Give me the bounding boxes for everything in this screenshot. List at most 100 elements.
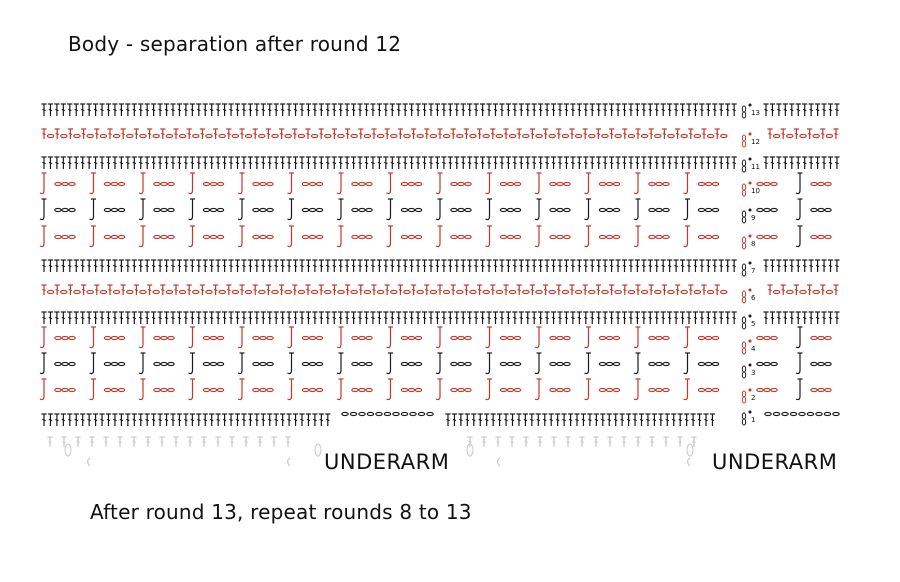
faded-dc-stitch — [691, 436, 697, 447]
dc-stitch — [667, 103, 673, 116]
red-chain-stitch — [627, 289, 636, 295]
faded-dc-stitch — [201, 436, 207, 447]
chain-stitch — [662, 181, 670, 187]
chain-stitch — [763, 335, 771, 341]
dc-stitch — [782, 311, 788, 324]
red-chain-stitch — [429, 133, 438, 139]
chart-title: Body - separation after round 12 — [68, 32, 402, 56]
red-dc-stitch — [648, 284, 654, 295]
chain-stitch — [110, 234, 119, 240]
chain-stitch — [817, 181, 825, 187]
dc-stitch — [86, 413, 92, 426]
red-dc-stitch — [318, 284, 324, 295]
chain-stitch — [506, 335, 515, 341]
red-dc-stitch — [199, 128, 205, 139]
dc-stitch — [731, 103, 737, 116]
dc-stitch — [699, 259, 705, 272]
dc-stitch — [512, 156, 518, 169]
chain-stitch — [810, 207, 818, 213]
dc-stitch — [325, 156, 331, 169]
post-stitch — [485, 326, 492, 349]
dc-stitch — [492, 103, 499, 116]
chain-stitch — [450, 387, 458, 393]
dc-stitch — [789, 311, 795, 324]
dc-stitch — [583, 103, 589, 116]
chain-stitch — [549, 335, 557, 341]
dc-stitch — [699, 311, 705, 324]
dc-stitch — [228, 103, 234, 116]
chain-stitch — [366, 411, 375, 417]
chain-stitch — [513, 361, 522, 367]
dc-stitch — [628, 103, 634, 116]
dc-stitch — [606, 413, 612, 426]
dc-stitch — [460, 103, 466, 116]
dc-stitch — [589, 156, 595, 169]
red-dc-stitch — [714, 128, 720, 139]
dc-stitch — [486, 156, 492, 169]
dc-stitch — [125, 311, 131, 324]
post-stitch — [89, 198, 96, 221]
chain-stitch — [806, 411, 815, 417]
chain-stitch — [824, 361, 832, 367]
faded-dc-stitch — [243, 436, 249, 447]
dc-stitch — [183, 103, 189, 116]
chain-stitch — [556, 207, 564, 213]
chain-stitch — [209, 234, 218, 240]
red-chain-stitch — [508, 133, 517, 139]
dc-stitch — [396, 156, 402, 169]
dc-stitch — [447, 103, 453, 116]
dc-stitch — [176, 413, 183, 426]
chain-stitch — [266, 387, 274, 393]
chain-stitch — [252, 335, 260, 341]
red-chain-stitch — [667, 289, 675, 295]
dc-stitch — [570, 103, 576, 116]
dc-stitch — [421, 259, 428, 272]
red-dc-stitch — [292, 284, 298, 295]
dc-stitch — [460, 156, 466, 169]
dc-stitch — [157, 413, 163, 426]
dc-stitch — [273, 311, 279, 324]
round-number: 1 — [751, 416, 755, 424]
post-stitch — [336, 326, 344, 349]
chain-stitch — [365, 181, 373, 187]
dc-stitch — [286, 259, 292, 272]
chain-stitch — [103, 181, 112, 187]
dc-stitch — [409, 103, 415, 116]
dc-stitch — [731, 311, 737, 324]
dc-stitch — [338, 259, 344, 272]
divider-chain — [741, 371, 747, 379]
dc-stitch — [628, 259, 634, 272]
dc-stitch — [280, 156, 286, 169]
chain-stitch — [54, 234, 62, 240]
red-chain-stitch — [416, 289, 424, 295]
red-dc-stitch — [543, 128, 549, 139]
dc-stitch — [542, 413, 548, 426]
dc-stitch — [402, 259, 408, 272]
chain-stitch — [167, 234, 175, 240]
chain-stitch — [160, 207, 168, 213]
chain-stitch — [549, 361, 557, 367]
dc-stitch — [163, 413, 170, 426]
post-stitch — [386, 225, 393, 248]
dc-stitch — [170, 413, 176, 426]
red-dc-stitch — [279, 128, 285, 139]
dc-stitch — [402, 103, 408, 116]
red-chain-stitch — [86, 133, 94, 139]
red-chain-stitch — [548, 289, 556, 295]
dc-stitch — [86, 259, 92, 272]
chain-stitch — [655, 335, 663, 341]
dc-stitch — [267, 156, 273, 169]
red-dc-stitch — [767, 128, 773, 139]
dc-stitch — [428, 156, 434, 169]
chain-stitch — [506, 181, 515, 187]
dc-stitch — [516, 413, 522, 426]
post-stitch — [138, 198, 146, 221]
post-stitch — [89, 326, 96, 349]
faded-dc-stitch — [467, 436, 473, 447]
dc-stitch — [292, 259, 299, 272]
dc-stitch — [138, 311, 144, 324]
post-stitch — [633, 378, 641, 401]
chain-stitch — [450, 234, 458, 240]
red-dc-stitch — [463, 128, 469, 139]
dc-stitch — [421, 311, 428, 324]
